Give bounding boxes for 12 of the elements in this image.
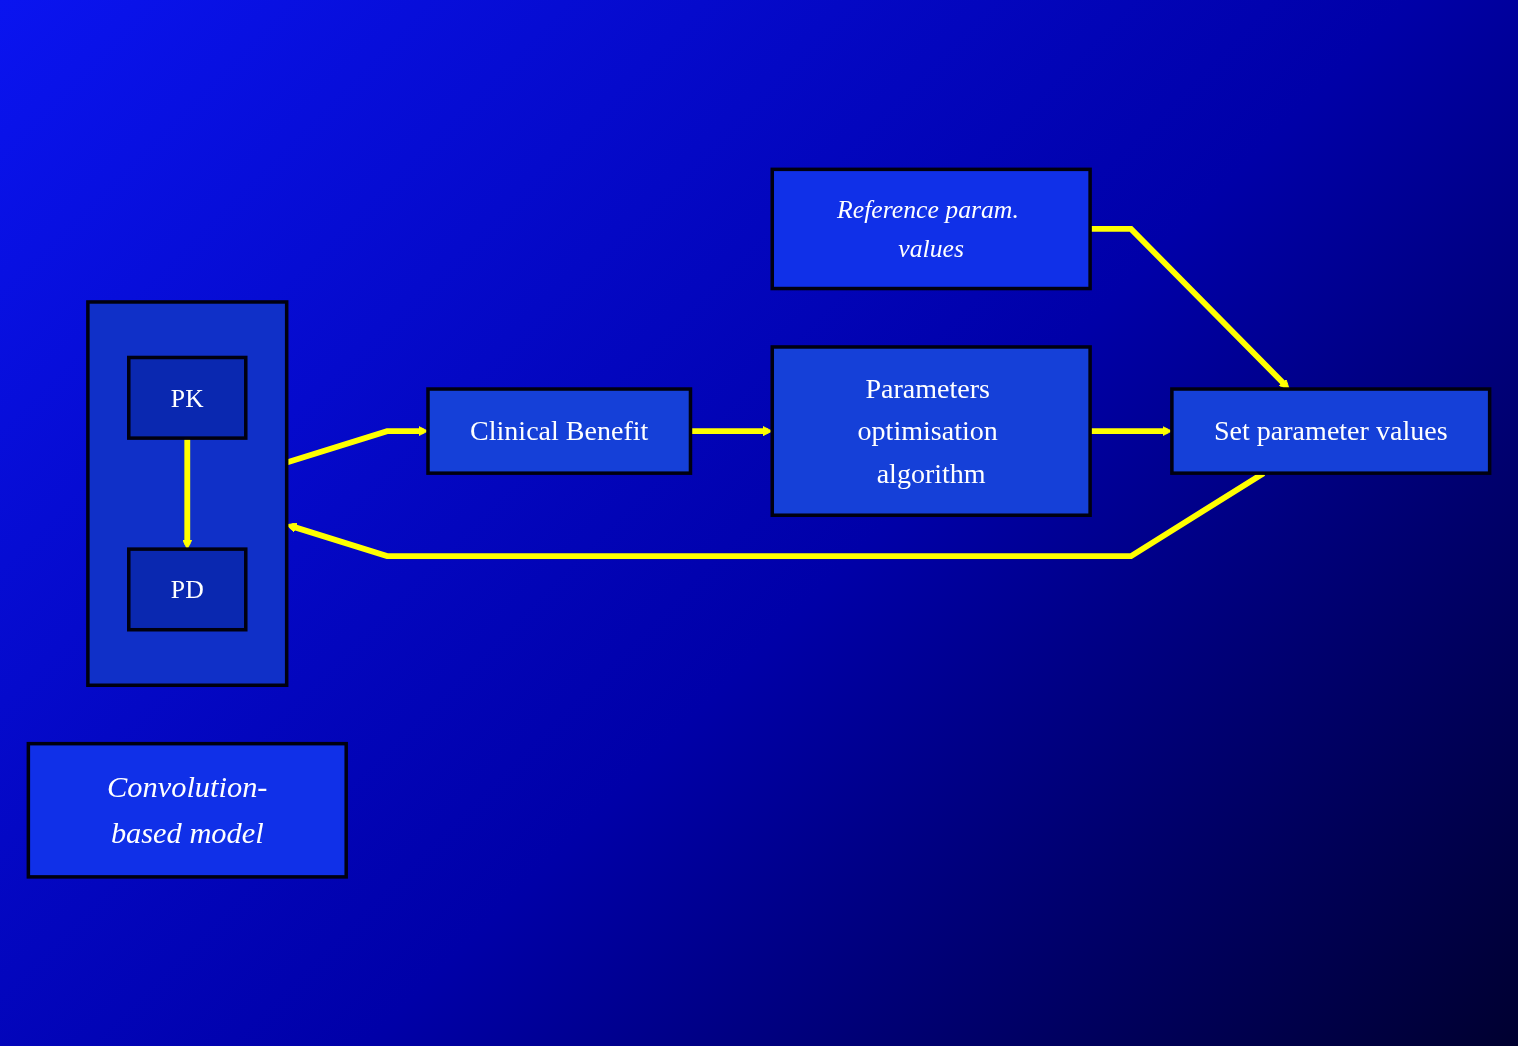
arrow xyxy=(1090,425,1173,437)
node-box: PK xyxy=(127,355,248,440)
node-box: Convolution-based model xyxy=(26,741,348,879)
arrow xyxy=(285,425,429,466)
node-box: Parameters optimisation algorithm xyxy=(770,345,1092,517)
node-box: Set parameter values xyxy=(1170,387,1492,475)
node-box: Clinical Benefit xyxy=(426,387,693,475)
node-box: PD xyxy=(127,547,248,632)
arrow xyxy=(1090,225,1290,390)
arrow xyxy=(690,425,773,437)
node-box: Reference param. values xyxy=(770,167,1092,291)
cluster xyxy=(86,300,289,687)
